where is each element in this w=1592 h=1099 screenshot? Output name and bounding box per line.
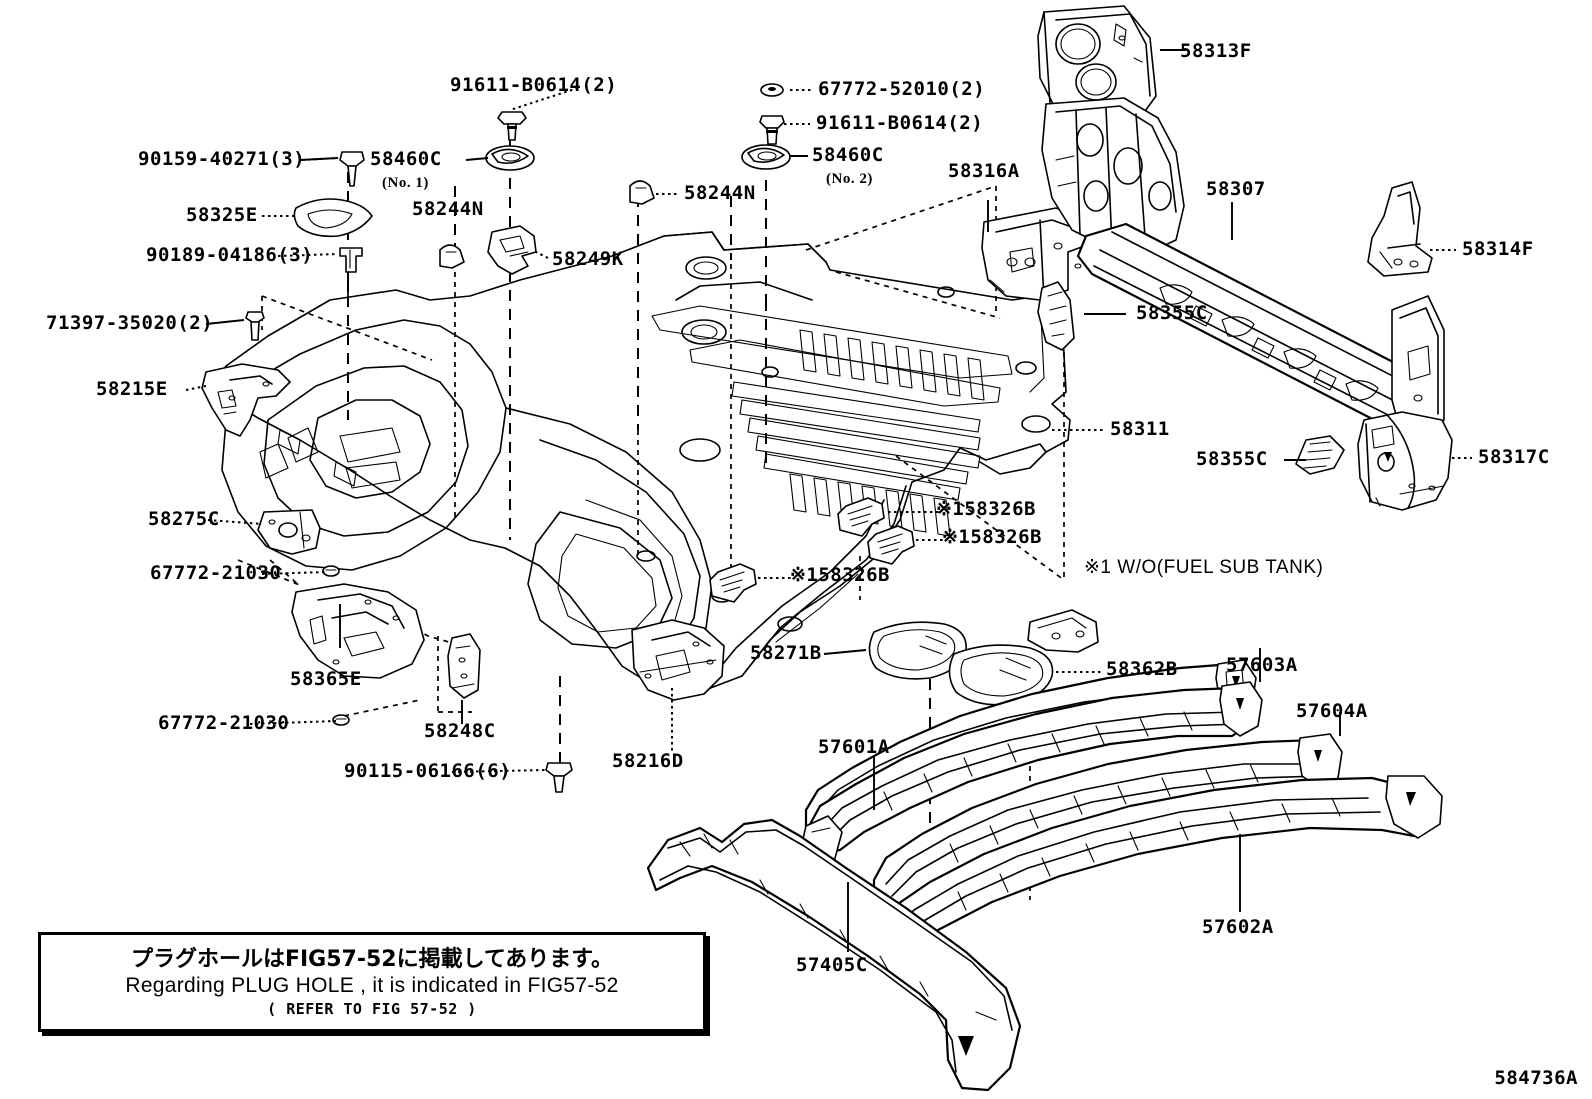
- rear-panel-assembly: [981, 5, 1453, 511]
- clip-58326b-3: [709, 563, 757, 603]
- callout-91611-top: 91611-B0614(2): [450, 74, 618, 96]
- callout-90189: 90189-04186(3): [146, 244, 314, 266]
- note-reference: ( REFER TO FIG 57-52 ): [267, 999, 477, 1018]
- callout-58460c-no2: 58460C: [812, 144, 884, 166]
- callout-58244n-right: 58244N: [684, 182, 756, 204]
- rear-frame-rails: [646, 659, 1443, 1092]
- callout-58244n-left: 58244N: [412, 198, 484, 220]
- callout-58249k: 58249K: [552, 248, 624, 270]
- note-english: Regarding PLUG HOLE , it is indicated in…: [125, 973, 619, 997]
- panel-58313f: [1037, 5, 1157, 123]
- callout-67772-52010: 67772-52010(2): [818, 78, 986, 100]
- callout-58313f: 58313F: [1180, 40, 1252, 62]
- callout-58248c: 58248C: [424, 720, 496, 742]
- screw-71397: [245, 311, 265, 341]
- nut-67772-21030-b: [332, 714, 350, 726]
- plate-58275c: [257, 509, 321, 555]
- callout-57602a: 57602A: [1202, 916, 1274, 938]
- screw-90159: [339, 151, 365, 187]
- callout-58355c-upper: 58355C: [1136, 302, 1208, 324]
- callout-58311: 58311: [1110, 418, 1170, 440]
- callout-58275c: 58275C: [148, 508, 220, 530]
- clips-58326b: [709, 497, 915, 603]
- rail-bracket-top: [1027, 609, 1099, 653]
- panel-58317c: [1357, 411, 1453, 511]
- callout-58365e: 58365E: [290, 668, 362, 690]
- clip-58244n-right: [629, 180, 655, 205]
- inner-side-structure: [1041, 97, 1185, 253]
- pad-parts: [868, 609, 1099, 706]
- clip-90189: [339, 247, 363, 273]
- callout-58307: 58307: [1206, 178, 1266, 200]
- figure-code: 584736A: [1494, 1067, 1578, 1089]
- bracket-58215e: [201, 363, 291, 437]
- callout-58325e: 58325E: [186, 204, 258, 226]
- callout-58460c-no1: 58460C: [370, 148, 442, 170]
- callout-57603a: 57603A: [1226, 654, 1298, 676]
- rail-57602a: [876, 775, 1443, 956]
- callout-58326b-3: ※158326B: [790, 564, 890, 586]
- callout-58271b: 58271B: [750, 642, 822, 664]
- plug-hole-note-box: プラグホールはFIG57-52に掲載してあります。 Regarding PLUG…: [38, 932, 706, 1032]
- left-bracket-parts: [201, 363, 725, 701]
- callout-58326b-2: ※158326B: [942, 526, 1042, 548]
- bracket-58248c: [447, 633, 481, 699]
- callout-58362b: 58362B: [1106, 658, 1178, 680]
- nut-67772-21030-a: [322, 565, 340, 577]
- callout-67772-21030-a: 67772-21030: [150, 562, 282, 584]
- callout-58216d: 58216D: [612, 750, 684, 772]
- callout-91611-mid: 91611-B0614(2): [816, 112, 984, 134]
- footnote-fuel-sub-tank: ※1 W/O(FUEL SUB TANK): [1084, 557, 1324, 578]
- callout-58355c-lower: 58355C: [1196, 448, 1268, 470]
- callout-71397: 71397-35020(2): [46, 312, 214, 334]
- rail-57601a: [799, 681, 1263, 869]
- clip-58244n-left: [439, 244, 465, 269]
- washer-67772-52010: [760, 83, 784, 97]
- callout-57604a: 57604A: [1296, 700, 1368, 722]
- gusset-58314f: [1367, 181, 1433, 277]
- callout-90159: 90159-40271(3): [138, 148, 306, 170]
- callout-90115: 90115-06166(6): [344, 760, 512, 782]
- callout-58314f: 58314F: [1462, 238, 1534, 260]
- leader-lines: [185, 49, 1472, 952]
- rib-58355c-lower: [1295, 435, 1345, 475]
- bracket-58249k: [487, 225, 537, 275]
- fastener-parts: [245, 83, 791, 793]
- callout-58460c-no1-sub: (No. 1): [382, 175, 429, 191]
- callout-58460c-no2-sub: (No. 2): [826, 171, 873, 187]
- grommet-58460c-no2: [741, 144, 791, 170]
- callout-58316a: 58316A: [948, 160, 1020, 182]
- bracket-58365e: [291, 583, 425, 679]
- clip-58326b-2: [867, 525, 915, 565]
- callout-67772-21030-b: 67772-21030: [158, 712, 290, 734]
- bracket-58216d: [631, 619, 725, 701]
- callout-58215e: 58215E: [96, 378, 168, 400]
- rib-58355c-upper: [1037, 281, 1075, 351]
- callout-58317c: 58317C: [1478, 446, 1550, 468]
- bolt-90115: [545, 762, 573, 793]
- note-japanese: プラグホールはFIG57-52に掲載してあります。: [130, 946, 614, 972]
- callout-58326b-1: ※158326B: [936, 498, 1036, 520]
- cover-58325e: [293, 198, 373, 238]
- clip-58326b-1: [837, 497, 885, 537]
- bolt-91611-mid: [759, 115, 785, 145]
- callout-57601a: 57601A: [818, 736, 890, 758]
- crossmember-57405c: [646, 818, 1022, 1092]
- bolt-91611-top: [497, 111, 527, 141]
- grommet-58460c-no1: [485, 145, 535, 171]
- callout-57405c: 57405C: [796, 954, 868, 976]
